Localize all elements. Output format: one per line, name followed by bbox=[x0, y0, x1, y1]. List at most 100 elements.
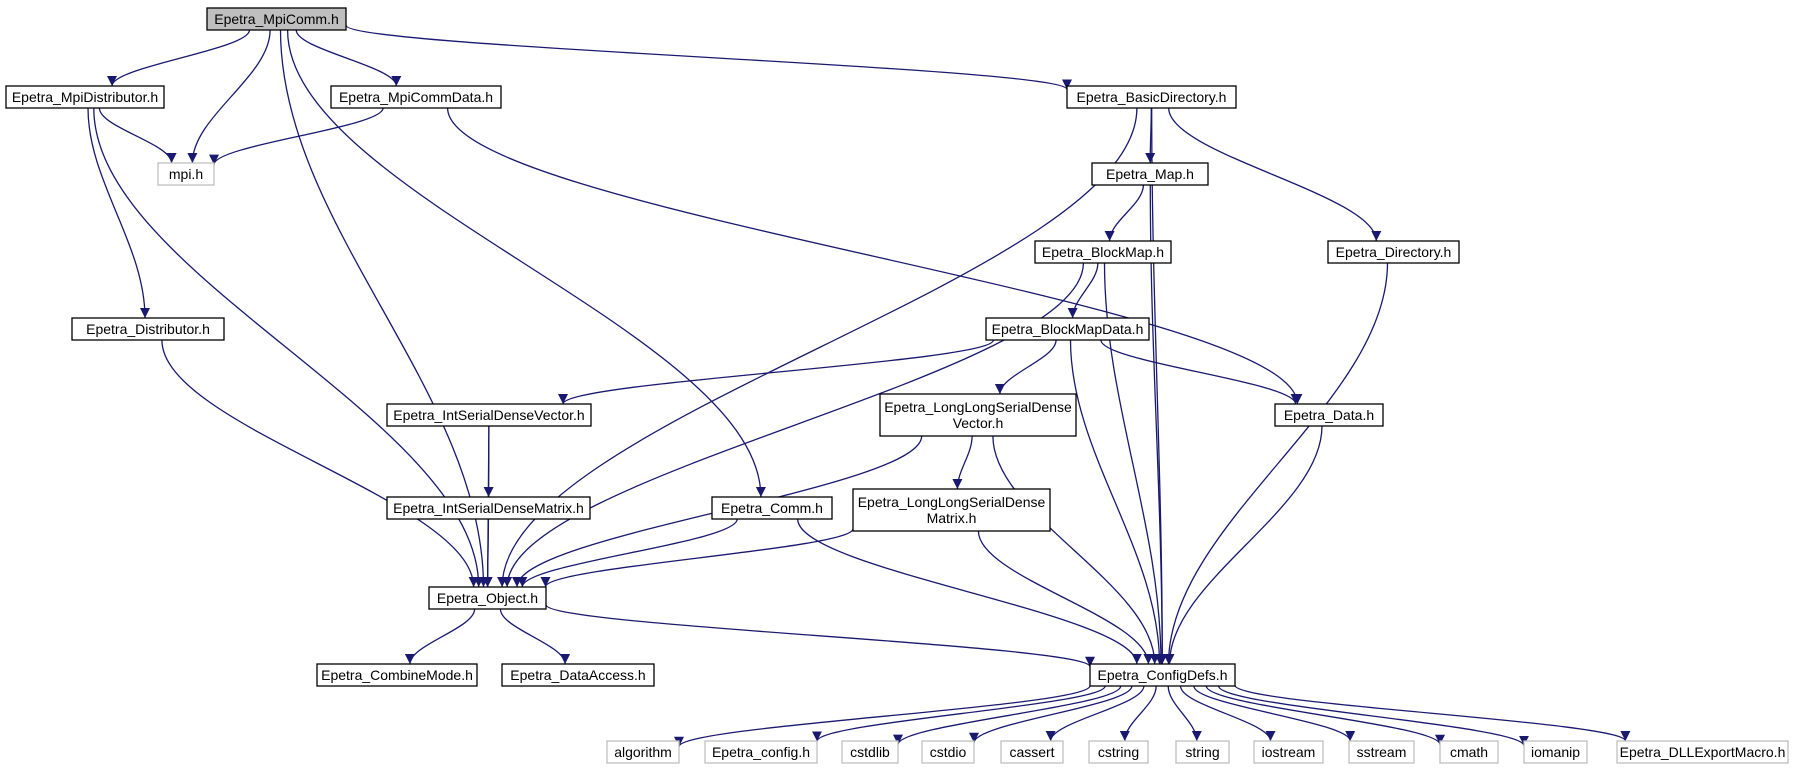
edge-llsdv-to-configdefs bbox=[992, 435, 1160, 665]
edge-configdefs-to-algorithm bbox=[674, 685, 1091, 748]
node-box bbox=[711, 496, 833, 520]
node-label: Epetra_Comm.h bbox=[721, 500, 823, 516]
edge-comm-to-configdefs bbox=[797, 518, 1142, 665]
node-box bbox=[1616, 740, 1789, 764]
node-distributor[interactable]: Epetra_Distributor.h bbox=[71, 317, 225, 341]
node-mpih[interactable]: mpi.h bbox=[157, 162, 215, 186]
node-box bbox=[606, 740, 680, 764]
node-intsdm[interactable]: Epetra_IntSerialDenseMatrix.h bbox=[386, 496, 591, 520]
node-blockmapdata[interactable]: Epetra_BlockMapData.h bbox=[985, 317, 1150, 341]
edge-configdefs-to-config bbox=[812, 685, 1106, 742]
edge-blockmapdata-to-configdefs bbox=[1069, 339, 1165, 665]
edge-configdefs-to-cstdlib bbox=[893, 685, 1122, 745]
node-box bbox=[1175, 740, 1230, 764]
node-cstring[interactable]: cstring bbox=[1088, 740, 1149, 764]
node-blockmap[interactable]: Epetra_BlockMap.h bbox=[1034, 240, 1172, 264]
node-comm[interactable]: Epetra_Comm.h bbox=[711, 496, 833, 520]
node-box bbox=[1348, 740, 1415, 764]
edge-blockmapdata-to-intsdv bbox=[558, 339, 995, 405]
node-cmath[interactable]: cmath bbox=[1439, 740, 1499, 764]
node-directory[interactable]: Epetra_Directory.h bbox=[1327, 240, 1460, 264]
node-box bbox=[71, 317, 225, 341]
node-box bbox=[1523, 740, 1588, 764]
node-label: Epetra_CombineMode.h bbox=[321, 667, 473, 683]
edge-mpicomm-to-basicdir bbox=[345, 24, 1072, 91]
node-cassert[interactable]: cassert bbox=[1000, 740, 1064, 764]
node-intsdv[interactable]: Epetra_IntSerialDenseVector.h bbox=[386, 403, 592, 427]
node-box bbox=[879, 393, 1077, 437]
node-box bbox=[1091, 162, 1209, 186]
node-label: Epetra_Object.h bbox=[437, 590, 538, 606]
edge-object-to-combine bbox=[404, 608, 476, 665]
node-basicdir[interactable]: Epetra_BasicDirectory.h bbox=[1066, 85, 1237, 109]
edge-blockmap-to-blockmapdata bbox=[1067, 262, 1099, 319]
edge-mpidist-to-distributor bbox=[87, 107, 150, 319]
node-mpidist[interactable]: Epetra_MpiDistributor.h bbox=[5, 85, 165, 109]
node-label: algorithm bbox=[614, 744, 672, 760]
edge-comm-to-object bbox=[517, 518, 738, 588]
node-label: Epetra_DataAccess.h bbox=[510, 667, 645, 683]
node-label: Epetra_DLLExportMacro.h bbox=[1620, 744, 1786, 760]
edge-mpicomm-to-comm bbox=[286, 29, 766, 498]
node-box bbox=[428, 586, 547, 610]
node-data[interactable]: Epetra_Data.h bbox=[1274, 403, 1384, 427]
node-box bbox=[1088, 740, 1149, 764]
node-box bbox=[1327, 240, 1460, 264]
node-label: Epetra_MpiComm.h bbox=[214, 11, 339, 27]
node-label: Epetra_config.h bbox=[712, 744, 810, 760]
node-label: Epetra_MpiCommData.h bbox=[339, 89, 493, 105]
edge-layer bbox=[87, 24, 1631, 748]
edge-data-to-configdefs bbox=[1164, 425, 1323, 665]
node-label: Epetra_BlockMapData.h bbox=[992, 321, 1144, 337]
edge-blockmap-to-object bbox=[502, 262, 1085, 588]
node-map[interactable]: Epetra_Map.h bbox=[1091, 162, 1209, 186]
node-box bbox=[985, 317, 1150, 341]
node-box bbox=[501, 663, 655, 687]
edge-mpicommdata-to-data bbox=[446, 107, 1303, 405]
edge-configdefs-to-iomanip bbox=[1217, 685, 1529, 747]
edge-configdefs-to-iostream bbox=[1179, 685, 1276, 742]
node-label: cmath bbox=[1450, 744, 1488, 760]
node-iostream[interactable]: iostream bbox=[1253, 740, 1324, 764]
node-box bbox=[1274, 403, 1384, 427]
edge-configdefs-to-cassert bbox=[1045, 685, 1145, 742]
edge-intsdm-to-object bbox=[482, 518, 493, 588]
node-label: Epetra_IntSerialDenseMatrix.h bbox=[393, 500, 584, 516]
node-label: cstring bbox=[1098, 744, 1139, 760]
node-label: Epetra_MpiDistributor.h bbox=[12, 89, 158, 105]
edge-object-to-configdefs bbox=[545, 604, 1095, 668]
node-configdefs[interactable]: Epetra_ConfigDefs.h bbox=[1089, 663, 1236, 687]
node-box bbox=[206, 7, 347, 31]
edge-mpicommdata-to-mpih bbox=[209, 107, 384, 165]
node-string[interactable]: string bbox=[1175, 740, 1230, 764]
node-cstdlib[interactable]: cstdlib bbox=[841, 740, 899, 764]
node-iomanip[interactable]: iomanip bbox=[1523, 740, 1588, 764]
node-algorithm[interactable]: algorithm bbox=[606, 740, 680, 764]
node-dllexport[interactable]: Epetra_DLLExportMacro.h bbox=[1616, 740, 1789, 764]
node-box bbox=[852, 488, 1051, 532]
node-mpicommdata[interactable]: Epetra_MpiCommData.h bbox=[330, 85, 502, 109]
node-box bbox=[386, 496, 591, 520]
edge-blockmapdata-to-data bbox=[1100, 339, 1301, 405]
edge-llsdv-to-llsdm bbox=[952, 435, 973, 490]
node-label: Epetra_IntSerialDenseVector.h bbox=[393, 407, 584, 423]
node-box bbox=[1000, 740, 1064, 764]
node-cstdio[interactable]: cstdio bbox=[921, 740, 975, 764]
node-object[interactable]: Epetra_Object.h bbox=[428, 586, 547, 610]
node-label: iomanip bbox=[1531, 744, 1580, 760]
node-sstream[interactable]: sstream bbox=[1348, 740, 1415, 764]
edge-configdefs-to-cstdio bbox=[969, 685, 1133, 743]
node-config[interactable]: Epetra_config.h bbox=[704, 740, 818, 764]
edge-blockmapdata-to-llsdv bbox=[994, 339, 1057, 395]
node-label: Epetra_ConfigDefs.h bbox=[1098, 667, 1228, 683]
node-box bbox=[157, 162, 215, 186]
node-mpicomm[interactable]: Epetra_MpiComm.h bbox=[206, 7, 347, 31]
node-box bbox=[1089, 663, 1236, 687]
edge-mpicomm-to-mpih bbox=[187, 29, 271, 164]
node-combine[interactable]: Epetra_CombineMode.h bbox=[316, 663, 478, 687]
node-dataaccess[interactable]: Epetra_DataAccess.h bbox=[501, 663, 655, 687]
